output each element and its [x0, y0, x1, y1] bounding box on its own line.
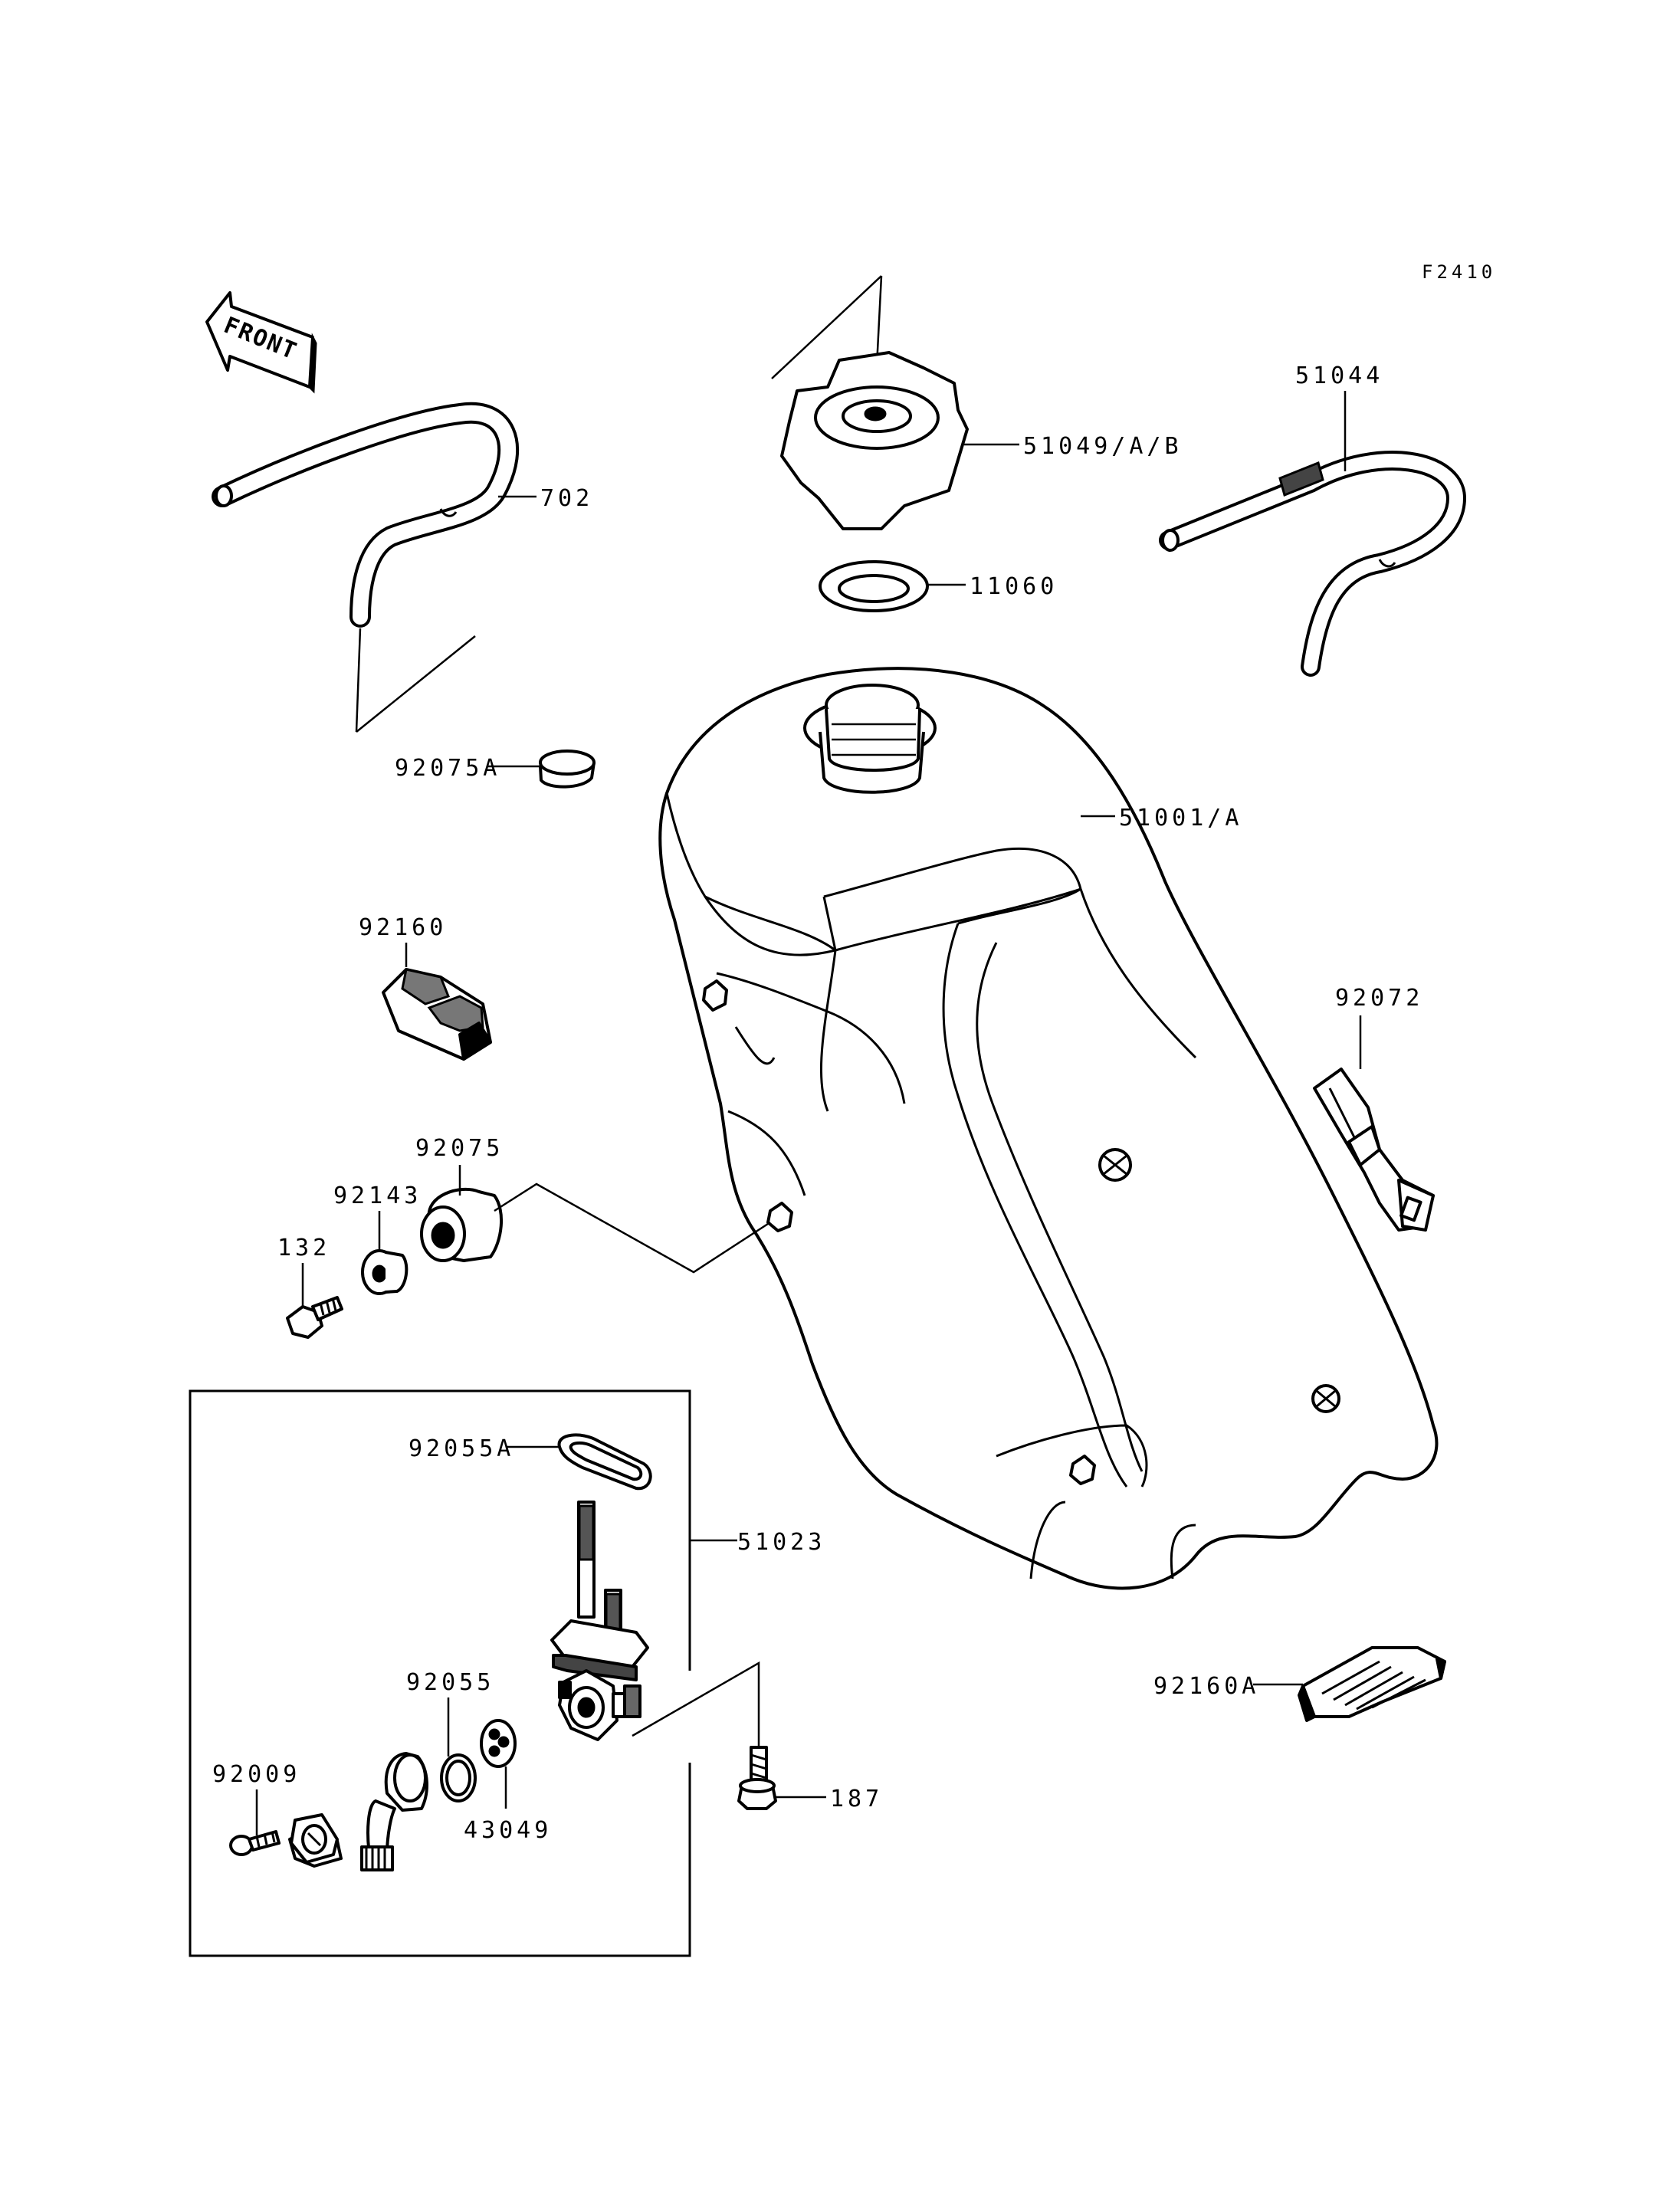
part-label-51001: 51001/A: [1119, 805, 1242, 832]
figure-code: F2410: [1422, 261, 1496, 283]
o-ring-92055: [440, 1753, 477, 1802]
part-label-132: 132: [277, 1235, 330, 1261]
part-label-92075A: 92075A: [395, 755, 500, 782]
part-label-43049: 43049: [464, 1817, 552, 1844]
gasket-11060: [819, 560, 929, 612]
hose-702: [212, 402, 519, 733]
diaphragm-43049: [480, 1719, 517, 1768]
screw-92009: [229, 1830, 281, 1856]
part-label-92160: 92160: [359, 914, 447, 941]
part-label-702: 702: [540, 485, 593, 512]
collar-92143: [361, 1249, 409, 1295]
rubber-pad-92160A: [1298, 1646, 1446, 1722]
gasket-92055A: [557, 1433, 652, 1491]
part-label-11060: 11060: [970, 573, 1058, 600]
bolt-132: [286, 1296, 343, 1339]
part-label-92075: 92075: [415, 1135, 504, 1162]
fuel-cock-51023: [550, 1501, 737, 1741]
bolt-187: [737, 1746, 777, 1810]
part-label-51049: 51049/A/B: [1023, 433, 1183, 460]
fuel-cock-box: [189, 1389, 691, 1957]
part-label-92055A: 92055A: [409, 1435, 514, 1462]
part-label-51044: 51044: [1295, 362, 1383, 389]
part-label-92143: 92143: [333, 1183, 422, 1209]
part-label-92009: 92009: [212, 1761, 300, 1788]
rubber-block-92160: [382, 968, 492, 1061]
fuel-tank-51001: [658, 667, 1439, 1590]
part-label-187: 187: [830, 1786, 883, 1812]
part-label-92160A: 92160A: [1153, 1673, 1259, 1700]
strap-92072: [1313, 1068, 1435, 1232]
front-arrow-icon: FRONT: [205, 291, 317, 394]
part-label-92072: 92072: [1335, 985, 1423, 1012]
grommet-92075: [420, 1187, 504, 1262]
part-label-51023: 51023: [737, 1529, 825, 1556]
hose-51044: [1159, 451, 1467, 677]
part-label-92055: 92055: [406, 1669, 494, 1696]
lever-92009-assembly: [288, 1752, 428, 1871]
grommet-92075A: [539, 750, 596, 789]
fuel-cap-51049: [771, 275, 969, 530]
